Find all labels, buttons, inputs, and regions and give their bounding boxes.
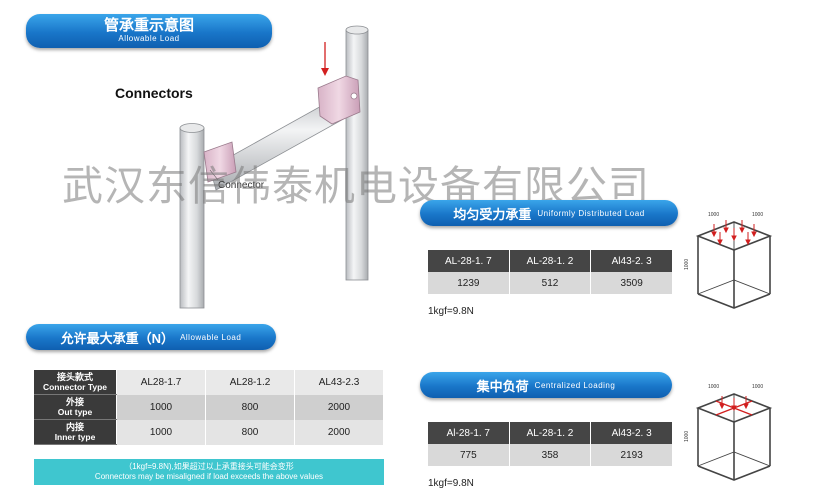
table-cell: AL-28-1. 2 bbox=[509, 250, 592, 272]
table-cell: AL43-2.3 bbox=[294, 370, 384, 395]
table-cell: Al43-2. 3 bbox=[590, 422, 673, 444]
uniform-load-cube-diagram: 1000 1000 1000 bbox=[684, 212, 773, 309]
table-cell: 1000 bbox=[116, 394, 206, 420]
centralized-load-banner: 集中负荷 Centralized Loading bbox=[420, 372, 672, 398]
load-note: （1kgf=9.8N),如果超过以上承重接头可能会变形 Connectors m… bbox=[34, 459, 384, 485]
table-cell: 2000 bbox=[294, 394, 384, 420]
allowable-load-banner: 允许最大承重（N） Allowable Load bbox=[26, 324, 276, 350]
allowable-title-cn: 允许最大承重（N） bbox=[60, 330, 175, 346]
load-note-en: Connectors may be misaligned if load exc… bbox=[94, 472, 324, 481]
dimension-label: 1000 bbox=[708, 384, 719, 390]
centralized-load-table: Al-28-1. 7 AL-28-1. 2 Al43-2. 3 775 358 … bbox=[428, 422, 673, 466]
connector-type-header-cn: 接头款式 bbox=[56, 372, 93, 382]
table-cell: 800 bbox=[205, 419, 295, 445]
table-cell: AL-28-1. 2 bbox=[509, 422, 592, 444]
pipe-connector-illustration: Connector bbox=[179, 25, 369, 309]
table-cell: 358 bbox=[509, 444, 592, 466]
centralized-title-en: Centralized Loading bbox=[534, 380, 616, 390]
table-row: 775 358 2193 bbox=[428, 444, 673, 466]
table-row: 1239 512 3509 bbox=[428, 272, 673, 294]
table-row: 外接 Out type 1000 800 2000 bbox=[34, 394, 384, 420]
unit-note: 1kgf=9.8N bbox=[428, 306, 474, 317]
unit-note: 1kgf=9.8N bbox=[428, 478, 474, 489]
uniform-title-cn: 均匀受力承重 bbox=[453, 206, 532, 222]
table-row: 接头款式 Connector Type AL28-1.7 AL28-1.2 AL… bbox=[34, 370, 384, 395]
table-cell: 775 bbox=[428, 444, 510, 466]
allowable-title-en: Allowable Load bbox=[180, 332, 242, 342]
load-note-cn: （1kgf=9.8N),如果超过以上承重接头可能会变形 bbox=[124, 462, 294, 471]
dimension-label: 1000 bbox=[752, 384, 763, 390]
centralized-title-cn: 集中负荷 bbox=[476, 378, 529, 394]
table-row: 内接 Inner type 1000 800 2000 bbox=[34, 419, 384, 445]
uniform-load-table: AL-28-1. 7 AL-28-1. 2 Al43-2. 3 1239 512… bbox=[428, 250, 673, 294]
row-label-en: Out type bbox=[57, 407, 93, 417]
table-row: AL-28-1. 7 AL-28-1. 2 Al43-2. 3 bbox=[428, 250, 673, 272]
allowable-load-table: 接头款式 Connector Type AL28-1.7 AL28-1.2 AL… bbox=[34, 370, 384, 445]
table-cell: Al-28-1. 7 bbox=[428, 422, 510, 444]
row-label-en: Inner type bbox=[54, 432, 96, 442]
connector-callout: Connector bbox=[218, 180, 265, 191]
connectors-label: Connectors bbox=[115, 85, 193, 101]
table-cell: 1000 bbox=[116, 419, 206, 445]
connector-type-header-en: Connector Type bbox=[42, 382, 108, 392]
table-cell: 1239 bbox=[428, 272, 510, 294]
header-banner: 管承重示意图 Allowable Load bbox=[26, 14, 272, 48]
row-label-cn: 外接 bbox=[65, 397, 84, 407]
header-title-en: Allowable Load bbox=[118, 34, 180, 43]
uniform-title-en: Uniformly Distributed Load bbox=[537, 208, 645, 218]
dimension-label: 1000 bbox=[752, 212, 763, 218]
table-cell: AL28-1.7 bbox=[116, 370, 206, 395]
table-row: Al-28-1. 7 AL-28-1. 2 Al43-2. 3 bbox=[428, 422, 673, 444]
table-cell: AL-28-1. 7 bbox=[428, 250, 510, 272]
table-cell: 2000 bbox=[294, 419, 384, 445]
table-cell: Al43-2. 3 bbox=[590, 250, 673, 272]
table-cell: 3509 bbox=[590, 272, 673, 294]
uniform-load-banner: 均匀受力承重 Uniformly Distributed Load bbox=[420, 200, 678, 226]
table-cell: 2193 bbox=[590, 444, 673, 466]
table-cell: 800 bbox=[205, 394, 295, 420]
centralized-load-cube-diagram: 1000 1000 1000 bbox=[684, 384, 773, 481]
dimension-label: 1000 bbox=[684, 259, 690, 270]
table-cell: AL28-1.2 bbox=[205, 370, 295, 395]
row-label-cn: 内接 bbox=[65, 422, 84, 432]
dimension-label: 1000 bbox=[708, 212, 719, 218]
table-cell: 512 bbox=[509, 272, 592, 294]
dimension-label: 1000 bbox=[684, 431, 690, 442]
header-title-cn: 管承重示意图 bbox=[103, 17, 194, 34]
